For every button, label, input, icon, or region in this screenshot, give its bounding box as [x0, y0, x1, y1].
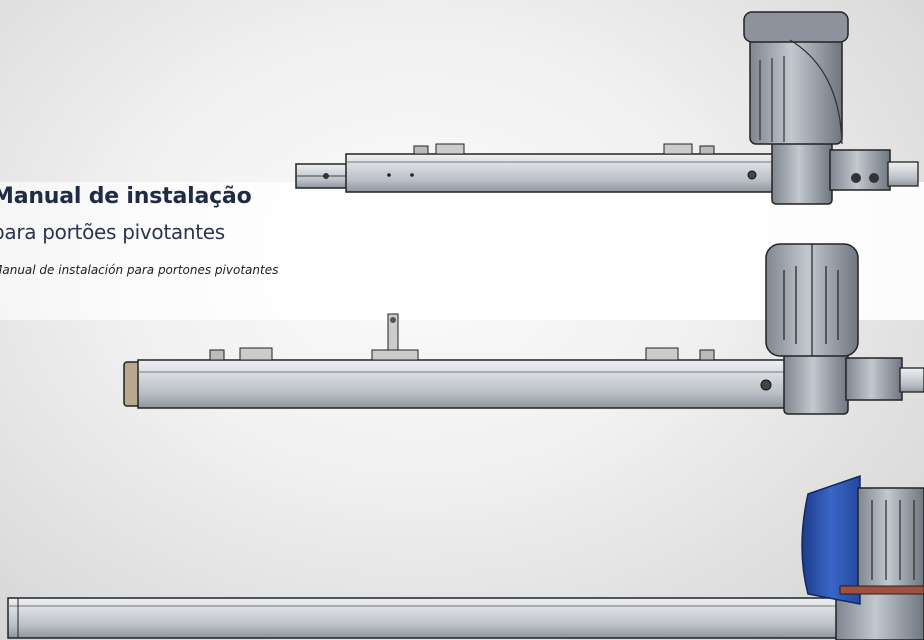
top-operator [295, 11, 919, 205]
document-subtitle-spanish: Manual de instalación para portones pivo… [0, 263, 279, 277]
document-subtitle: para portões pivotantes [0, 220, 225, 244]
bottom-operator [7, 474, 924, 640]
title-block: Manual de instalação para portões pivota… [0, 180, 420, 300]
middle-operator [123, 243, 924, 415]
document-title: Manual de instalação [0, 184, 252, 209]
